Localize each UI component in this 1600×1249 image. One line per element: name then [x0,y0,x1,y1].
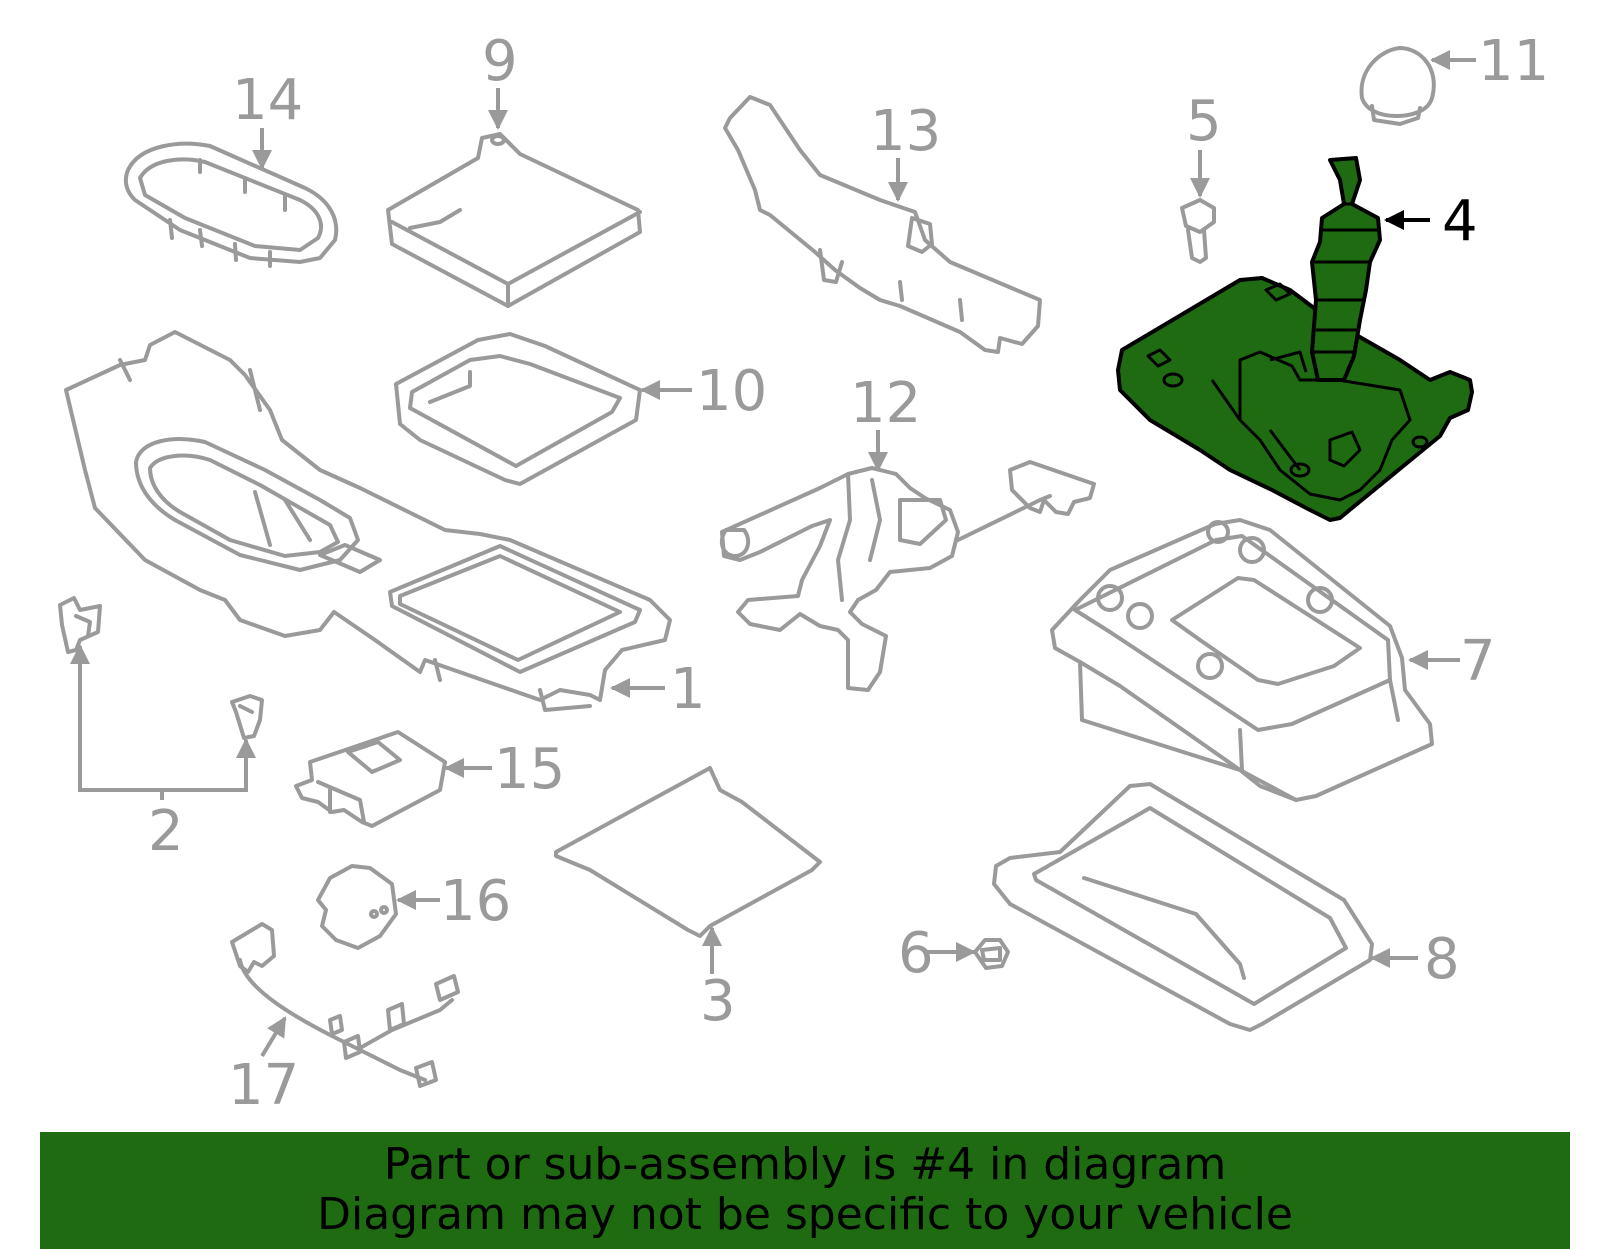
callout-5: 5 [1186,89,1222,154]
callout-7: 7 [1460,629,1496,694]
callout-14: 14 [232,68,303,133]
banner-line-1: Part or sub-assembly is #4 in diagram [383,1139,1227,1190]
callout-3: 3 [700,969,736,1034]
callout-6: 6 [898,921,934,986]
part-14-trim-ring [123,141,339,268]
part-9-storage-lid [386,132,642,308]
callout-16: 16 [440,869,511,934]
part-6-clip [973,938,1010,970]
callout-4: 4 [1442,189,1478,254]
callout-9: 9 [482,29,518,94]
callout-12: 12 [850,371,921,436]
callout-13: 13 [870,99,941,164]
callout-2: 2 [148,799,184,864]
callout-15: 15 [494,737,565,802]
part-8-bottom-mat [992,782,1374,1032]
callout-10: 10 [696,359,767,424]
callout-1: 1 [670,657,706,722]
callout-8: 8 [1424,927,1460,992]
banner-line-2: Diagram may not be specific to your vehi… [317,1189,1293,1240]
part-7-console-base [1050,518,1434,802]
part-15-switch-module [294,730,447,828]
part-3-mat [554,766,822,938]
part-10-tray-mat [394,332,642,486]
part-2-clips [58,596,264,740]
disclaimer-banner: Part or sub-assembly is #4 in diagram Di… [40,1132,1570,1249]
leader-2a [70,644,162,792]
part-1-console-body [64,330,672,712]
callout-17: 17 [228,1053,299,1118]
part-11-knob [1359,46,1436,126]
part-4-shifter-assembly [1116,156,1474,522]
leader-2b [162,738,256,792]
part-16-sensor [316,864,398,950]
part-13-trim-panel [723,95,1042,354]
part-17-wire-harness [230,922,460,1088]
part-12-brake-lever [719,460,1096,692]
part-5-bolt [1180,198,1216,264]
callout-11: 11 [1478,29,1549,94]
leader-17 [260,1016,287,1058]
